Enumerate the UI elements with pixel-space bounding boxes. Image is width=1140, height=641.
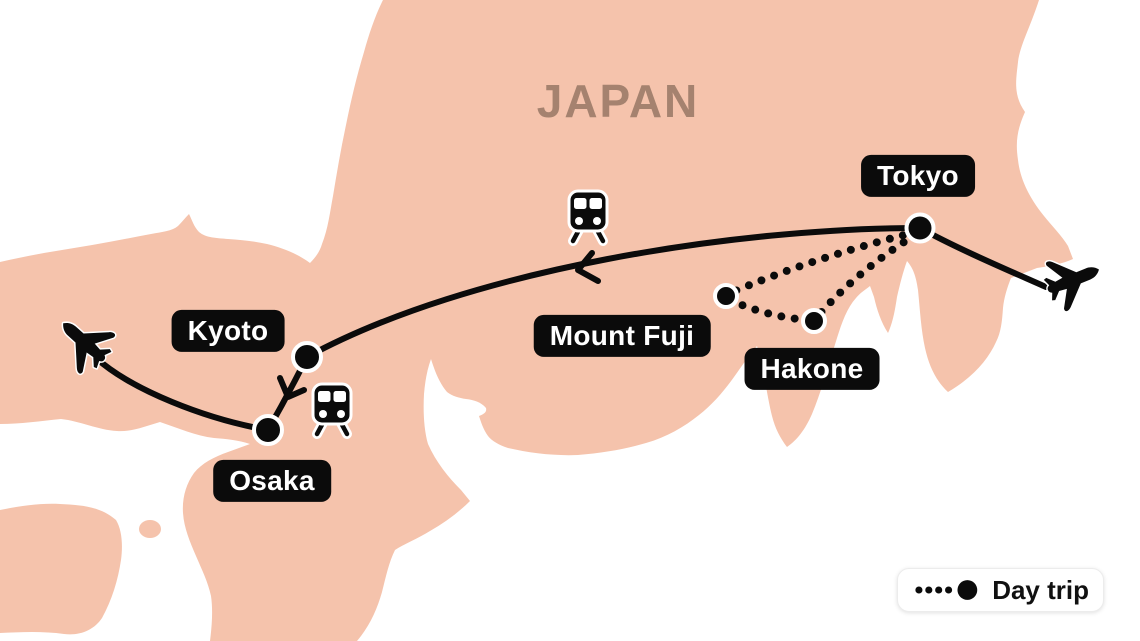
airplane-icon (1042, 259, 1101, 313)
city-marker-mount-fuji (713, 283, 739, 309)
city-marker-hakone (801, 308, 827, 334)
city-marker-osaka (252, 414, 284, 446)
day-trip-routes (724, 228, 920, 324)
land-shikoku (0, 503, 122, 635)
map-title: JAPAN (536, 75, 700, 127)
land-islet (139, 520, 161, 538)
city-markers (252, 212, 936, 446)
train-icon (311, 382, 353, 439)
route-osaka-flight (93, 355, 271, 433)
train-icon (567, 189, 609, 246)
daytrip-tokyo-hakone (814, 231, 919, 320)
day-trip-legend-label: Day trip (992, 574, 1089, 605)
day-trip-legend: Day trip (897, 568, 1104, 612)
day-trip-dotted-line-icon (915, 580, 978, 600)
airplane-icon (61, 321, 117, 376)
city-label-tokyo: Tokyo (861, 154, 975, 198)
city-label-hakone: Hakone (744, 347, 880, 391)
city-marker-kyoto (291, 341, 323, 373)
route-direction-arrows (277, 250, 601, 400)
arrow-toward-kyoto-icon (575, 250, 601, 284)
city-label-kyoto: Kyoto (171, 309, 285, 353)
arrow-toward-osaka-icon (277, 375, 307, 400)
daytrip-mountfuji-hakone (726, 296, 812, 324)
city-marker-tokyo (904, 212, 936, 244)
city-label-osaka: Osaka (213, 459, 331, 503)
city-label-mount-fuji: Mount Fuji (533, 314, 711, 358)
daytrip-tokyo-mountfuji (724, 228, 920, 298)
route-tokyo-kyoto (304, 225, 923, 360)
